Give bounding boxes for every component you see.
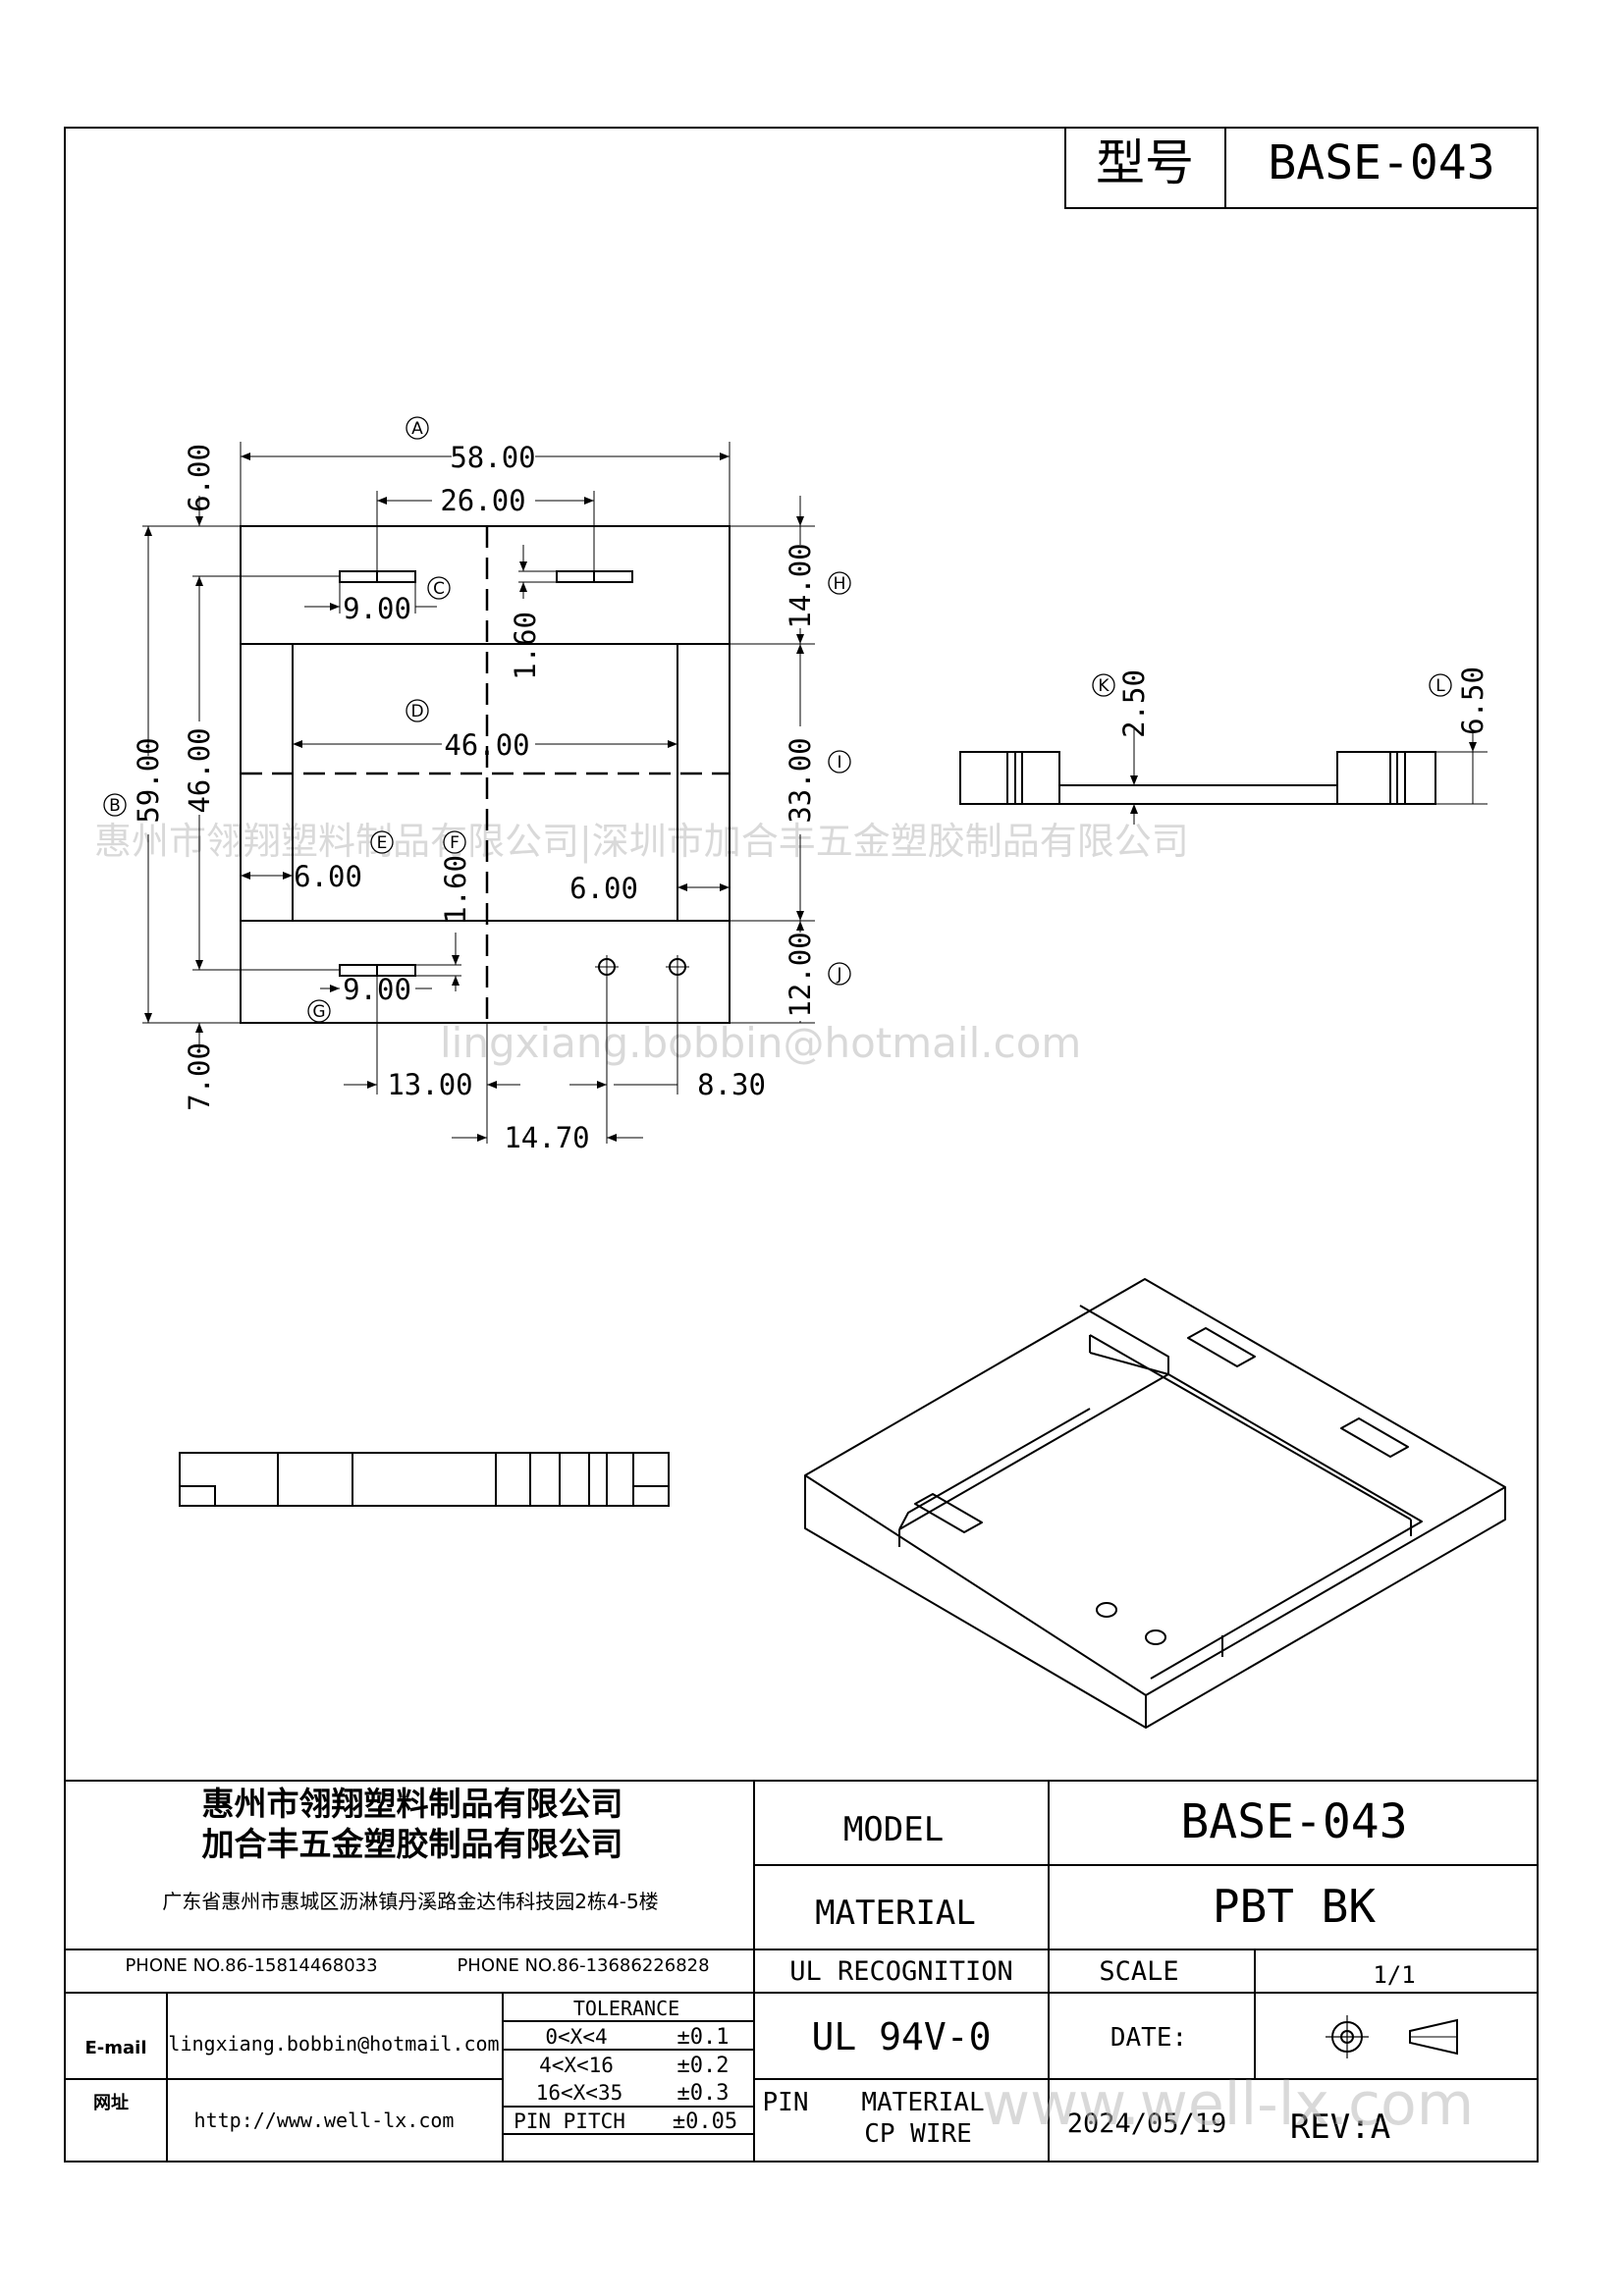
- side-view-dims: [1130, 726, 1488, 825]
- tol-value-4: ±0.05: [673, 2109, 737, 2134]
- dim-1-6-top: 1.60: [509, 612, 542, 680]
- pin-label: PIN: [763, 2088, 809, 2117]
- date-label: DATE:: [1110, 2023, 1187, 2053]
- tol-value-2: ±0.2: [677, 2054, 730, 2078]
- header-model-box: 型号 BASE-043: [1064, 127, 1539, 209]
- dim-46-v: 46.00: [183, 727, 216, 813]
- callout-a: A: [411, 419, 423, 439]
- dim-13: 13.00: [387, 1068, 472, 1101]
- ul-label: UL RECOGNITION: [789, 1956, 1013, 1987]
- callout-h: H: [834, 574, 846, 594]
- model-value: BASE-043: [1180, 1794, 1407, 1849]
- callout-circles: [103, 416, 1452, 1023]
- dim-6-5: 6.50: [1456, 667, 1489, 735]
- top-view: [240, 525, 731, 1024]
- callout-i: I: [837, 753, 841, 773]
- dim-8-3: 8.30: [697, 1068, 766, 1101]
- callout-j: J: [836, 965, 841, 985]
- callout-l: L: [1435, 676, 1445, 696]
- material-label: MATERIAL: [815, 1894, 976, 1933]
- tol-range-4: PIN PITCH: [514, 2109, 625, 2133]
- title-block: [64, 1780, 1539, 2163]
- callout-e: E: [377, 833, 388, 853]
- pin-material-label: MATERIAL: [861, 2088, 984, 2117]
- callout-c: C: [433, 579, 445, 599]
- header-model-label: 型号: [1096, 134, 1194, 191]
- ul-value: UL 94V-0: [811, 2015, 991, 2058]
- dim-26: 26.00: [440, 484, 525, 517]
- dim-14-7: 14.70: [504, 1121, 589, 1154]
- dim-59: 59.00: [132, 737, 165, 823]
- callout-g: G: [312, 1002, 325, 1022]
- dim-46-h: 46.00: [444, 728, 529, 762]
- scale-value: 1/1: [1373, 1961, 1415, 1989]
- email-label: E-mail: [84, 2038, 146, 2058]
- date-value: 2024/05/19: [1067, 2109, 1227, 2139]
- dim-33: 33.00: [784, 737, 817, 823]
- model-label: MODEL: [843, 1810, 944, 1849]
- tol-range-1: 0<X<4: [545, 2025, 607, 2049]
- web-value: http://www.well-lx.com: [194, 2109, 455, 2132]
- tol-range-3: 16<X<35: [536, 2081, 623, 2105]
- tol-range-2: 4<X<16: [539, 2054, 614, 2077]
- front-view: [179, 1452, 670, 1507]
- projection-symbol-icon: [1326, 2015, 1458, 2058]
- header-model-value: BASE-043: [1268, 135, 1494, 190]
- company-name-2: 加合丰五金塑胶制品有限公司: [202, 1825, 623, 1863]
- company-name-1: 惠州市翎翔塑料制品有限公司: [202, 1785, 623, 1823]
- isometric-view: [804, 1278, 1506, 1729]
- material-value: PBT BK: [1213, 1880, 1376, 1933]
- dim-9-bottom: 9.00: [343, 973, 411, 1006]
- phone-2: PHONE NO.86-13686226828: [457, 1955, 709, 1976]
- callout-b: B: [109, 796, 121, 816]
- pin-material-value: CP WIRE: [864, 2119, 972, 2149]
- dim-6-top-margin: 6.00: [183, 444, 216, 512]
- dim-2-5: 2.50: [1117, 669, 1151, 738]
- side-view: [959, 751, 1436, 805]
- dim-1-6-bottom: 1.60: [439, 855, 472, 924]
- tol-value-3: ±0.3: [677, 2081, 730, 2106]
- dim-14: 14.00: [784, 543, 817, 628]
- tolerance-label: TOLERANCE: [573, 1997, 679, 2020]
- email-value: lingxiang.bobbin@hotmail.com: [168, 2032, 499, 2056]
- web-watermark: www.well-lx.com: [982, 2070, 1474, 2139]
- dim-6-right: 6.00: [569, 872, 638, 905]
- tol-value-1: ±0.1: [677, 2025, 730, 2050]
- dim-58: 58.00: [450, 441, 535, 474]
- dim-6-left: 6.00: [294, 860, 362, 893]
- revision: REV:A: [1290, 2108, 1390, 2147]
- scale-label: SCALE: [1099, 1956, 1178, 1987]
- dim-12: 12.00: [784, 932, 817, 1017]
- company-address: 广东省惠州市惠城区沥淋镇丹溪路金达伟科技园2栋4-5楼: [162, 1890, 658, 1913]
- callout-f: F: [450, 833, 460, 853]
- email-watermark: lingxiang.bobbin@hotmail.com: [440, 1019, 1081, 1067]
- phone-1: PHONE NO.86-15814468033: [125, 1955, 377, 1976]
- dim-7: 7.00: [183, 1042, 216, 1111]
- callout-k: K: [1098, 676, 1110, 696]
- web-label: 网址: [93, 2093, 129, 2113]
- company-watermark: 惠州市翎翔塑料制品有限公司|深圳市加合丰五金塑胶制品有限公司: [94, 820, 1189, 864]
- dimension-lines: [142, 442, 815, 1144]
- callout-d: D: [410, 702, 423, 721]
- dim-9-top: 9.00: [343, 592, 411, 625]
